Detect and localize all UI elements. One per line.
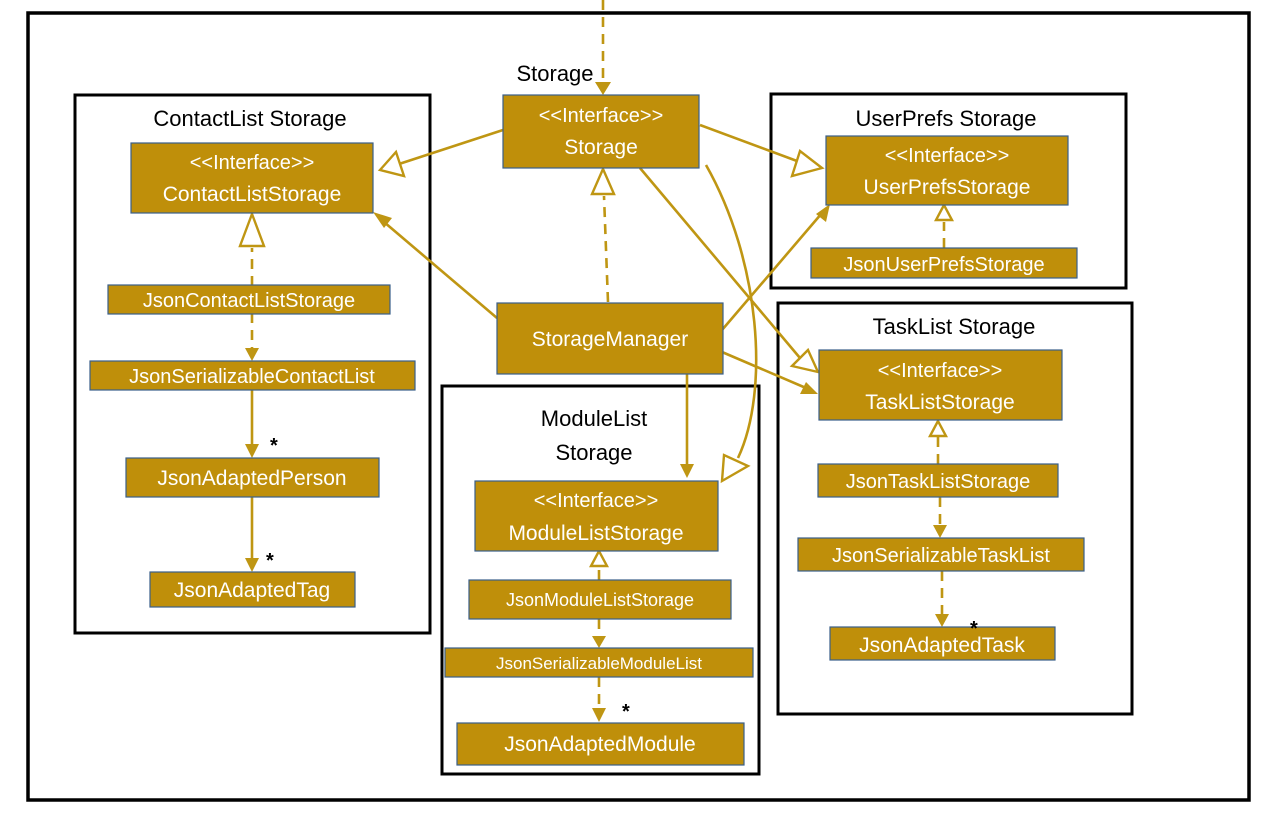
tasklist-storage-label: TaskList Storage bbox=[873, 314, 1036, 339]
taskliststorage-name: TaskListStorage bbox=[865, 391, 1014, 414]
modulelist-storage-label-line1: ModuleList bbox=[541, 406, 647, 431]
moduleliststorage-interface-box bbox=[474, 480, 719, 552]
storagemanager-moduleliststorage-arrowhead bbox=[680, 464, 694, 478]
storagemanager-userprefsstorage-line bbox=[721, 212, 823, 331]
serializablecontactlist-person-arrowhead bbox=[245, 444, 259, 458]
task-multiplicity: * bbox=[970, 618, 978, 640]
storage-interface-name: Storage bbox=[564, 136, 638, 159]
serializablemodulelist-module-arrowhead bbox=[592, 708, 606, 722]
jsonmoduleliststorage-implements-triangle bbox=[589, 548, 609, 568]
storagemanager-contactliststorage-line bbox=[383, 221, 498, 319]
jsonadaptedtag-name: JsonAdaptedTag bbox=[174, 579, 330, 602]
jsonadaptedperson-name: JsonAdaptedPerson bbox=[157, 467, 346, 490]
userprefs-storage-label: UserPrefs Storage bbox=[856, 106, 1037, 131]
module-multiplicity: * bbox=[622, 701, 630, 723]
contactliststorage-interface-box bbox=[130, 142, 374, 214]
storage-extends-moduleliststorage-triangle bbox=[720, 453, 751, 484]
contactliststorage-name: ContactListStorage bbox=[163, 183, 342, 206]
jsoncontactliststorage-box bbox=[107, 284, 391, 315]
jsontaskliststorage-implements-triangle bbox=[928, 418, 948, 438]
storagemanager-box bbox=[496, 302, 724, 375]
storagemanager-taskliststorage-line bbox=[721, 350, 807, 390]
modulelist-storage-package bbox=[440, 384, 761, 776]
jsonserializablemodulelist-box bbox=[444, 647, 754, 678]
taskliststorage-interface-box bbox=[818, 349, 1063, 421]
storagemanager-implements-storage-line bbox=[602, 195, 610, 303]
jsonuserprefsstorage-box bbox=[810, 247, 1078, 279]
jsonmoduleliststorage-name: JsonModuleListStorage bbox=[506, 590, 694, 610]
edges bbox=[238, 0, 954, 722]
tasklist-storage-package bbox=[776, 301, 1134, 716]
jsonuserprefsstorage-implements-triangle bbox=[934, 202, 954, 222]
moduleliststorage-name: ModuleListStorage bbox=[508, 522, 683, 545]
modulelist-storage-label-line2: Storage bbox=[555, 440, 632, 465]
jsonserializablecontactlist-box bbox=[89, 360, 416, 391]
jsonadaptedmodule-name: JsonAdaptedModule bbox=[504, 733, 695, 756]
serializabletasklist-task-arrowhead bbox=[935, 614, 949, 627]
person-tag-arrowhead bbox=[245, 558, 259, 572]
person-multiplicity: * bbox=[270, 435, 278, 457]
userprefs-storage-package bbox=[769, 92, 1128, 290]
jsoncontactliststorage-implements-triangle bbox=[238, 210, 266, 248]
storage-extends-taskliststorage-line bbox=[639, 167, 801, 359]
jsonadaptedmodule-box bbox=[456, 722, 745, 766]
incoming-dependency-arrowhead bbox=[595, 82, 611, 95]
jsonadaptedtask-name: JsonAdaptedTask bbox=[859, 634, 1025, 657]
storage-extends-contactliststorage-triangle bbox=[377, 149, 406, 178]
contactlist-storage-label: ContactList Storage bbox=[153, 106, 346, 131]
contactliststorage-stereotype: <<Interface>> bbox=[190, 152, 315, 174]
storage-package-label: Storage bbox=[516, 61, 593, 86]
package-labels: Storage ContactList Storage UserPrefs St… bbox=[153, 61, 1036, 465]
storage-extends-moduleliststorage-line bbox=[704, 164, 758, 459]
tag-multiplicity: * bbox=[266, 550, 274, 572]
storagemanager-implements-storage-triangle bbox=[590, 166, 616, 196]
userprefsstorage-interface-box bbox=[825, 135, 1069, 206]
jsonmoduleliststorage-serializable-arrowhead bbox=[592, 636, 606, 648]
multiplicities: * * * * bbox=[266, 435, 978, 723]
contactlist-storage-package bbox=[73, 93, 432, 635]
storage-extends-userprefsstorage-triangle bbox=[790, 149, 825, 178]
jsonuserprefsstorage-name: JsonUserPrefsStorage bbox=[843, 254, 1044, 276]
jsonserializablecontactlist-name: JsonSerializableContactList bbox=[129, 366, 375, 388]
moduleliststorage-stereotype: <<Interface>> bbox=[534, 490, 659, 512]
storage-extends-taskliststorage-triangle bbox=[789, 347, 821, 374]
jsonadaptedtask-box bbox=[829, 626, 1056, 661]
userprefsstorage-name: UserPrefsStorage bbox=[864, 176, 1031, 199]
storage-component-frame bbox=[26, 11, 1251, 802]
storagemanager-taskliststorage-arrowhead bbox=[800, 382, 818, 394]
jsontaskliststorage-name: JsonTaskListStorage bbox=[846, 471, 1031, 493]
jsoncontactliststorage-name: JsonContactListStorage bbox=[143, 290, 355, 312]
class-boxes: <<Interface>> Storage <<Interface>> Cont… bbox=[89, 94, 1085, 766]
jsonserializabletasklist-box bbox=[797, 537, 1085, 572]
storagemanager-name: StorageManager bbox=[532, 328, 688, 351]
jsonadaptedtag-box bbox=[149, 571, 356, 608]
storagemanager-userprefsstorage-arrowhead bbox=[816, 204, 830, 222]
storage-interface-stereotype: <<Interface>> bbox=[539, 105, 664, 127]
jsontaskliststorage-serializable-arrowhead bbox=[933, 525, 947, 538]
storagemanager-contactliststorage-arrowhead bbox=[373, 212, 392, 228]
jsonadaptedperson-box bbox=[125, 457, 380, 498]
jsontaskliststorage-box bbox=[817, 463, 1059, 498]
jsoncontactliststorage-serializable-arrowhead bbox=[245, 348, 259, 361]
storage-extends-userprefsstorage-line bbox=[699, 123, 798, 163]
taskliststorage-stereotype: <<Interface>> bbox=[878, 360, 1003, 382]
jsonserializabletasklist-name: JsonSerializableTaskList bbox=[832, 545, 1050, 567]
jsonserializablemodulelist-name: JsonSerializableModuleList bbox=[496, 654, 702, 673]
jsonmoduleliststorage-box bbox=[468, 579, 732, 620]
userprefsstorage-stereotype: <<Interface>> bbox=[885, 145, 1010, 167]
storage-extends-contactliststorage-line bbox=[398, 128, 504, 166]
storage-interface-box bbox=[502, 94, 700, 169]
